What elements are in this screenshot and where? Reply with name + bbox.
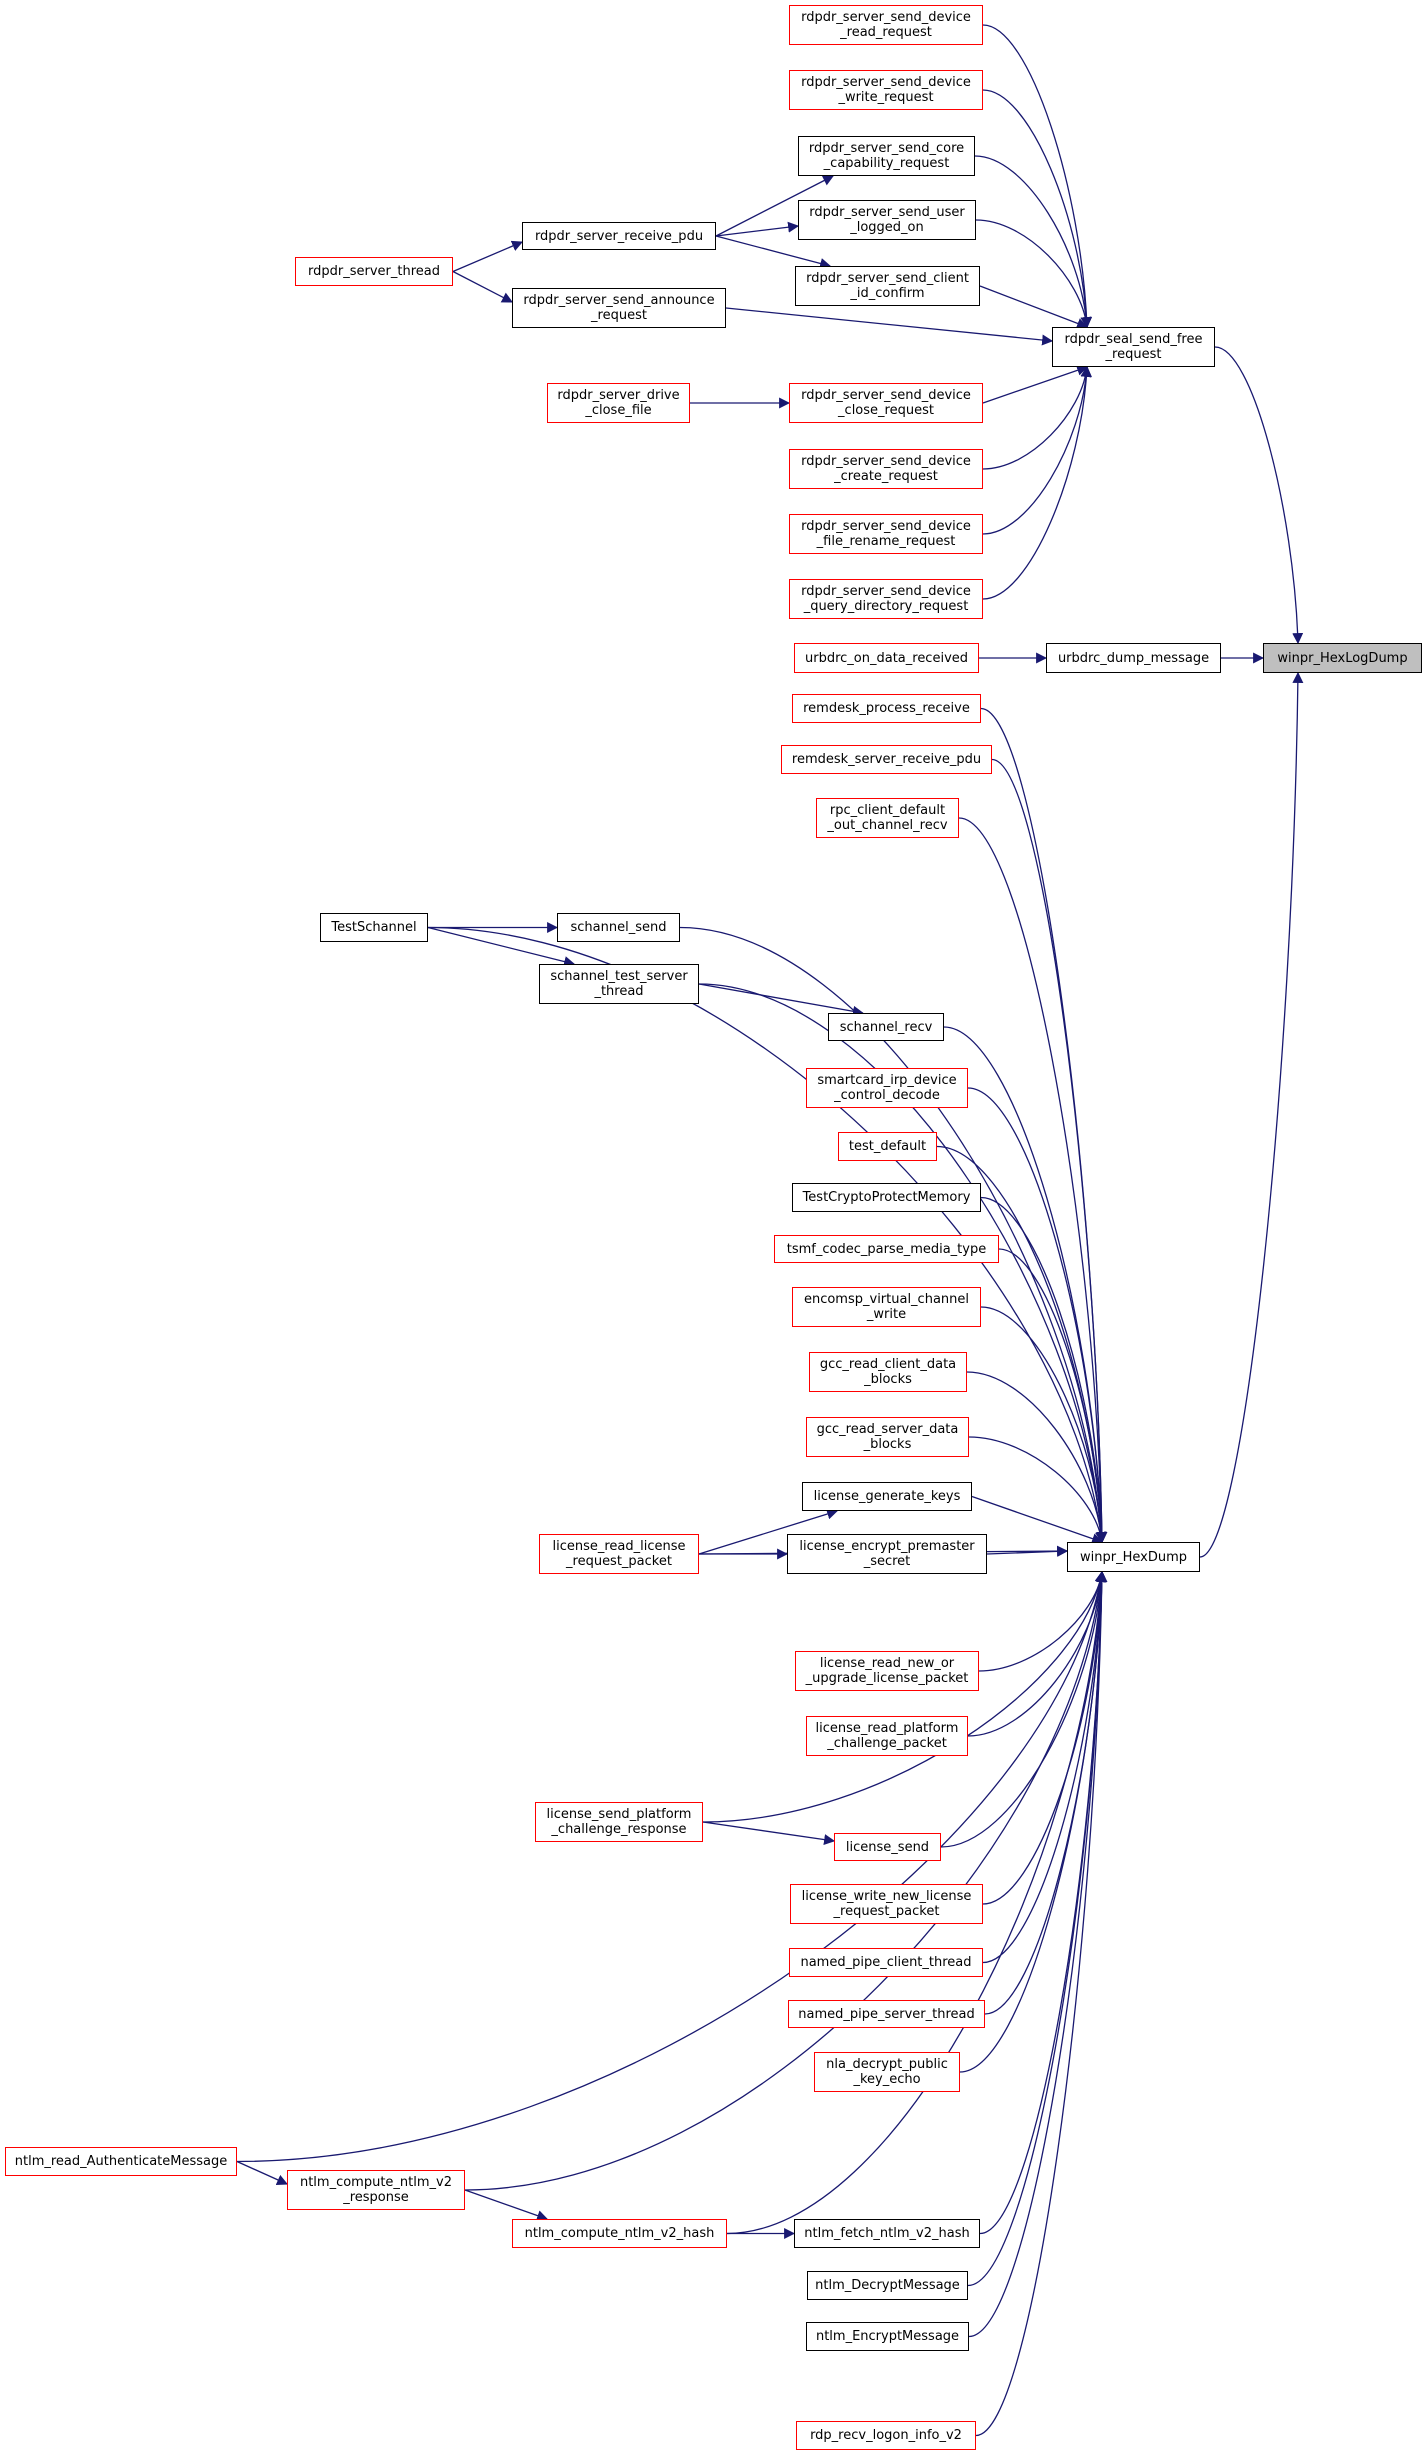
edge-rdpdr_server_send_device_file_rename_request-to-rdpdr_seal_send_free_request: [982, 365, 1092, 535]
edge-schannel_test_server_thread-to-schannel_recv: [698, 983, 864, 1017]
node-license-write-new-license-request-packet[interactable]: license_write_new_license _request_packe…: [790, 1884, 983, 1924]
edge-schannel_test_server_thread-to-winpr_HexDump: [698, 983, 1107, 1544]
edge-TestSchannel-to-winpr_HexDump: [427, 926, 1107, 1544]
node-rpc-client-default-out-channel-recv[interactable]: rpc_client_default _out_channel_recv: [816, 798, 959, 838]
node-testschannel[interactable]: TestSchannel: [320, 913, 428, 942]
edge-license_write_new_license_request_packet-to-winpr_HexDump: [982, 1570, 1108, 1905]
edge-TestSchannel-to-schannel_test_server_thread: [427, 926, 576, 967]
node-rdpdr-server-send-core-capability-request[interactable]: rdpdr_server_send_core _capability_reque…: [798, 136, 975, 176]
edge-rdp_recv_logon_info_v2-to-winpr_HexDump: [975, 1570, 1108, 2437]
node-winpr-hexdump[interactable]: winpr_HexDump: [1067, 1542, 1200, 1572]
edge-ntlm_DecryptMessage-to-winpr_HexDump: [967, 1570, 1108, 2287]
edge-rdpdr_server_send_device_create_request-to-rdpdr_seal_send_free_request: [982, 365, 1092, 470]
node-urbdrc-on-data-received[interactable]: urbdrc_on_data_received: [794, 643, 979, 673]
edge-rdpdr_server_send_user_logged_on-to-rdpdr_seal_send_free_request: [975, 219, 1092, 329]
edge-remdesk_server_receive_pdu-to-winpr_HexDump: [991, 758, 1108, 1544]
node-license-encrypt-premaster-secret[interactable]: license_encrypt_premaster _secret: [787, 1534, 987, 1574]
edge-rdpdr_server_receive_pdu-to-rdpdr_server_send_user_logged_on: [715, 221, 800, 237]
edge-ntlm_read_AuthenticateMessage-to-ntlm_compute_ntlm_v2_response: [236, 2160, 289, 2185]
edge-rdpdr_server_send_core_capability_request-to-rdpdr_seal_send_free_request: [974, 155, 1092, 329]
edge-layer: [236, 24, 1304, 2437]
edge-rdpdr_server_send_announce_request-to-rdpdr_seal_send_free_request: [725, 307, 1054, 346]
edge-rdpdr_server_send_client_id_confirm-to-rdpdr_seal_send_free_request: [979, 285, 1089, 329]
edge-rdpdr_server_receive_pdu-to-rdpdr_server_send_core_capability_request: [715, 175, 834, 237]
node-smartcard-irp-device-control-decode[interactable]: smartcard_irp_device _control_decode: [806, 1068, 968, 1108]
node-rdpdr-server-send-device-close-request[interactable]: rdpdr_server_send_device _close_request: [789, 383, 983, 423]
edge-license_send_platform_challenge_response-to-license_send: [702, 1821, 836, 1846]
node-rdpdr-seal-send-free-request[interactable]: rdpdr_seal_send_free _request: [1052, 327, 1215, 367]
edge-license_generate_keys-to-winpr_HexDump: [971, 1495, 1104, 1544]
node-ntlm-read-authenticatemessage[interactable]: ntlm_read_AuthenticateMessage: [5, 2147, 237, 2176]
node-ntlm-fetch-ntlm-v2-hash[interactable]: ntlm_fetch_ntlm_v2_hash: [794, 2219, 980, 2248]
edge-rdpdr_server_send_device_read_request-to-rdpdr_seal_send_free_request: [982, 24, 1093, 329]
node-nla-decrypt-public-key-echo[interactable]: nla_decrypt_public _key_echo: [814, 2052, 960, 2092]
node-tsmf-codec-parse-media-type[interactable]: tsmf_codec_parse_media_type: [774, 1235, 999, 1263]
edge-license_read_platform_challenge_packet-to-winpr_HexDump: [967, 1570, 1107, 1737]
node-rdpdr-server-send-client-id-confirm[interactable]: rdpdr_server_send_client _id_confirm: [795, 266, 980, 306]
node-ntlm-compute-ntlm-v2-response[interactable]: ntlm_compute_ntlm_v2 _response: [287, 2170, 465, 2210]
node-winpr-hexlogdump: winpr_HexLogDump: [1263, 643, 1422, 673]
node-named-pipe-server-thread[interactable]: named_pipe_server_thread: [788, 2000, 985, 2028]
node-schannel-recv[interactable]: schannel_recv: [828, 1013, 944, 1041]
edge-rdpdr_server_thread-to-rdpdr_server_receive_pdu: [452, 240, 524, 273]
node-license-read-new-or-upgrade-license-packet[interactable]: license_read_new_or _upgrade_license_pac…: [795, 1651, 979, 1691]
node-rdpdr-server-receive-pdu[interactable]: rdpdr_server_receive_pdu: [522, 222, 716, 250]
node-gcc-read-client-data-blocks[interactable]: gcc_read_client_data _blocks: [809, 1352, 967, 1392]
node-named-pipe-client-thread[interactable]: named_pipe_client_thread: [789, 1948, 983, 1977]
node-schannel-test-server-thread[interactable]: schannel_test_server _thread: [539, 964, 699, 1004]
edge-schannel_send-to-winpr_HexDump: [679, 926, 1107, 1544]
edge-rdpdr_server_send_device_query_directory_request-to-rdpdr_seal_send_free_request: [982, 365, 1092, 600]
node-rdpdr-server-drive-close-file[interactable]: rdpdr_server_drive _close_file: [547, 383, 690, 423]
edge-rdpdr_server_send_device_close_request-to-rdpdr_seal_send_free_request: [982, 365, 1089, 404]
node-testcryptoprotectmemory[interactable]: TestCryptoProtectMemory: [792, 1183, 981, 1212]
edge-rdpdr_seal_send_free_request-to-winpr_HexLogDump: [1214, 346, 1304, 645]
node-ntlm-decryptmessage[interactable]: ntlm_DecryptMessage: [807, 2271, 968, 2300]
edge-smartcard_irp_device_control_decode-to-winpr_HexDump: [967, 1087, 1108, 1544]
node-remdesk-process-receive[interactable]: remdesk_process_receive: [792, 694, 981, 723]
node-rdpdr-server-send-announce-request[interactable]: rdpdr_server_send_announce _request: [512, 288, 726, 328]
edge-rdpdr_server_send_device_write_request-to-rdpdr_seal_send_free_request: [982, 89, 1093, 329]
node-license-read-platform-challenge-packet[interactable]: license_read_platform _challenge_packet: [806, 1716, 968, 1756]
node-ntlm-compute-ntlm-v2-hash[interactable]: ntlm_compute_ntlm_v2_hash: [512, 2219, 727, 2248]
node-gcc-read-server-data-blocks[interactable]: gcc_read_server_data _blocks: [806, 1417, 969, 1457]
node-test-default[interactable]: test_default: [838, 1132, 937, 1161]
edge-rdpdr_server_thread-to-rdpdr_server_send_announce_request: [452, 270, 513, 303]
node-rdpdr-server-send-device-write-request[interactable]: rdpdr_server_send_device _write_request: [789, 70, 983, 110]
node-encomsp-virtual-channel-write[interactable]: encomsp_virtual_channel _write: [792, 1287, 981, 1327]
edge-ntlm_compute_ntlm_v2_response-to-ntlm_compute_ntlm_v2_hash: [464, 2189, 549, 2221]
node-license-send[interactable]: license_send: [834, 1833, 941, 1861]
node-rdpdr-server-thread[interactable]: rdpdr_server_thread: [295, 257, 453, 286]
edge-encomsp_virtual_channel_write-to-winpr_HexDump: [980, 1306, 1107, 1544]
edge-gcc_read_server_data_blocks-to-winpr_HexDump: [968, 1436, 1107, 1544]
node-rdpdr-server-send-device-file-rename-request[interactable]: rdpdr_server_send_device _file_rename_re…: [789, 514, 983, 554]
edge-tsmf_codec_parse_media_type-to-winpr_HexDump: [998, 1248, 1108, 1544]
node-rdpdr-server-send-device-create-request[interactable]: rdpdr_server_send_device _create_request: [789, 449, 983, 489]
node-rdpdr-server-send-user-logged-on[interactable]: rdpdr_server_send_user _logged_on: [798, 200, 976, 240]
node-ntlm-encryptmessage[interactable]: ntlm_EncryptMessage: [806, 2322, 969, 2351]
node-rdpdr-server-send-device-query-directory-request[interactable]: rdpdr_server_send_device _query_director…: [789, 579, 983, 619]
node-remdesk-server-receive-pdu[interactable]: remdesk_server_receive_pdu: [781, 745, 992, 774]
node-license-generate-keys[interactable]: license_generate_keys: [802, 1482, 972, 1511]
node-schannel-send[interactable]: schannel_send: [557, 913, 680, 942]
edge-winpr_HexDump-to-winpr_HexLogDump: [1199, 671, 1304, 1558]
edge-ntlm_EncryptMessage-to-winpr_HexDump: [968, 1570, 1108, 2338]
edge-rdpdr_server_receive_pdu-to-rdpdr_server_send_client_id_confirm: [715, 235, 832, 269]
edge-nla_decrypt_public_key_echo-to-winpr_HexDump: [959, 1570, 1108, 2073]
node-license-send-platform-challenge-response[interactable]: license_send_platform _challenge_respons…: [535, 1802, 703, 1842]
edge-rpc_client_default_out_channel_recv-to-winpr_HexDump: [958, 817, 1108, 1544]
node-license-read-license-request-packet[interactable]: license_read_license _request_packet: [539, 1534, 699, 1574]
node-rdpdr-server-send-device-read-request[interactable]: rdpdr_server_send_device _read_request: [789, 5, 983, 45]
edge-license_read_license_request_packet-to-license_generate_keys: [698, 1508, 839, 1555]
edge-ntlm_compute_ntlm_v2_response-to-winpr_HexDump: [464, 1570, 1107, 2191]
node-rdp-recv-logon-info-v2[interactable]: rdp_recv_logon_info_v2: [796, 2421, 976, 2450]
edge-gcc_read_client_data_blocks-to-winpr_HexDump: [966, 1371, 1107, 1544]
edge-named_pipe_client_thread-to-winpr_HexDump: [982, 1570, 1108, 1964]
node-urbdrc-dump-message[interactable]: urbdrc_dump_message: [1046, 643, 1221, 673]
